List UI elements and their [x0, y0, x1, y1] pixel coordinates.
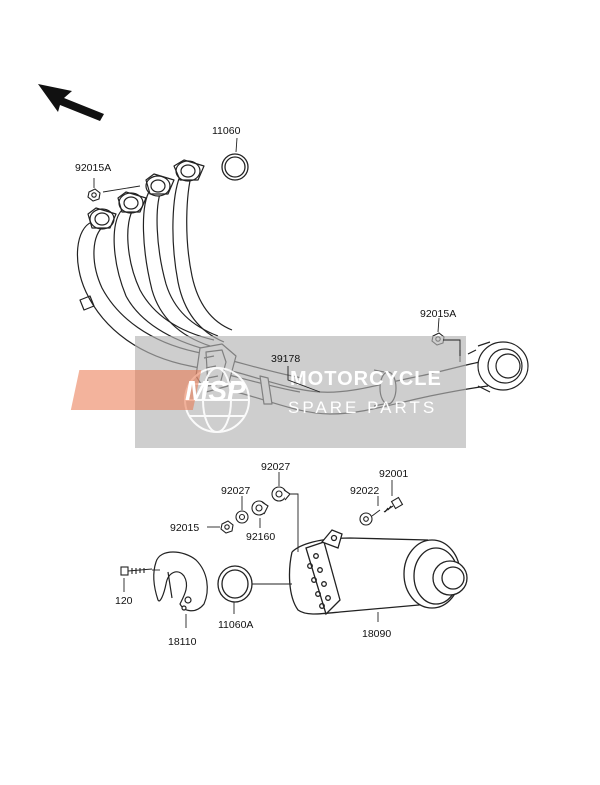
nut-part — [220, 520, 234, 534]
gasket-ring — [221, 153, 249, 181]
part-label: 92160 — [246, 531, 275, 543]
end-cap-cover — [153, 551, 208, 612]
part-label: 11060A — [218, 619, 253, 631]
part-label: 120 — [115, 595, 133, 607]
watermark: MSP MOTORCYCLE SPARE PARTS — [70, 336, 466, 448]
bolt-part — [120, 566, 153, 576]
watermark-title: MOTORCYCLE — [290, 368, 442, 390]
watermark-globe-icon — [184, 367, 250, 433]
front-direction-arrow-icon — [38, 84, 104, 121]
muffler-body — [288, 529, 468, 616]
washer-part — [359, 512, 373, 526]
collar-part — [251, 500, 269, 516]
washer-part — [235, 510, 249, 524]
part-label: 11060 — [212, 125, 241, 137]
part-labels: 11060 92015A 92015A 39178 92027 92027 92… — [75, 125, 456, 648]
washer-part — [271, 486, 291, 502]
watermark-subtitle: SPARE PARTS — [288, 398, 437, 417]
gasket-ring — [217, 565, 253, 603]
part-label: 92015A — [420, 308, 456, 320]
part-label: 92027 — [261, 461, 290, 473]
leader-lines — [93, 137, 461, 628]
part-label: 39178 — [271, 353, 300, 365]
part-label: 92015A — [75, 162, 111, 174]
bolt-part — [383, 496, 404, 513]
watermark-logo-text: MSP — [185, 375, 246, 406]
part-label: 92022 — [350, 485, 379, 497]
part-label: 18090 — [362, 628, 391, 640]
part-label: 92015 — [170, 522, 199, 534]
part-label: 92027 — [221, 485, 250, 497]
part-label: 18110 — [168, 636, 197, 648]
part-label: 92001 — [379, 468, 408, 480]
nut-part — [87, 188, 101, 202]
watermark-logo-box — [70, 370, 202, 410]
